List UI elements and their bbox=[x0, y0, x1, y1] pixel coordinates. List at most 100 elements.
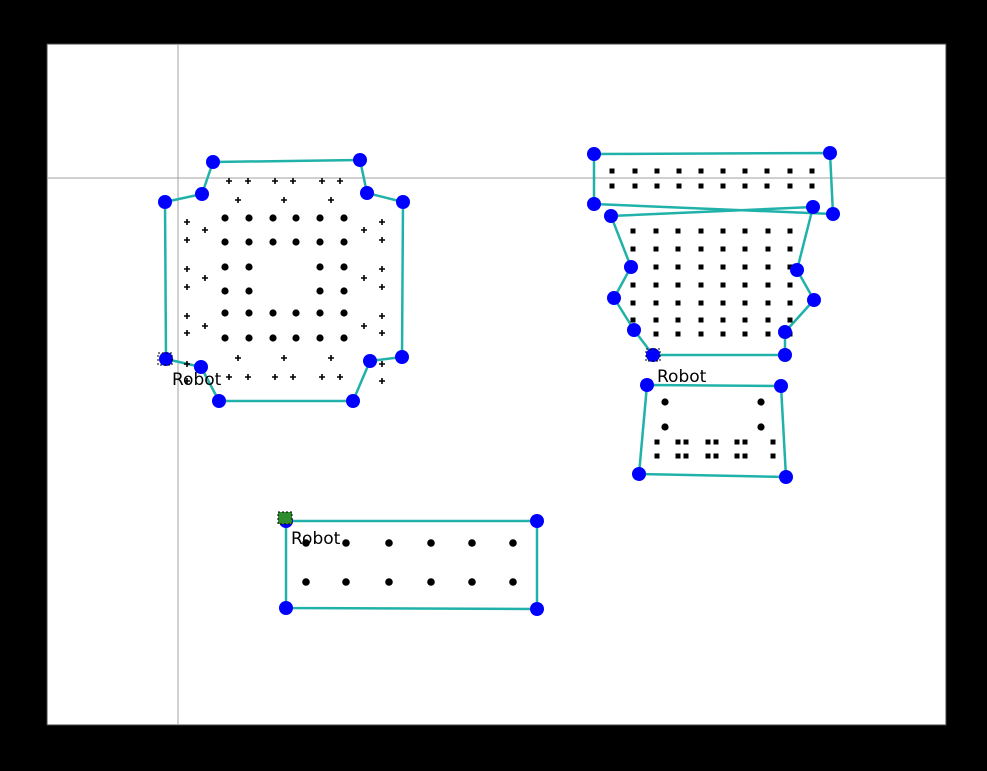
robot-label-2: Robot bbox=[657, 367, 707, 387]
point-52 bbox=[340, 238, 348, 246]
point-112 bbox=[698, 264, 704, 270]
point-140 bbox=[787, 317, 793, 323]
point-123 bbox=[765, 282, 771, 288]
point-133 bbox=[630, 317, 636, 323]
point-27 bbox=[184, 313, 190, 319]
point-155 bbox=[705, 439, 711, 445]
point-16 bbox=[290, 374, 296, 380]
point-15 bbox=[272, 374, 278, 380]
point-158 bbox=[742, 439, 748, 445]
vertex-octagon-10 bbox=[158, 195, 172, 209]
point-74 bbox=[632, 168, 638, 174]
point-106 bbox=[742, 246, 748, 252]
vertex-octagon-0 bbox=[206, 155, 220, 169]
point-59 bbox=[316, 287, 324, 295]
point-57 bbox=[221, 287, 229, 295]
point-86 bbox=[676, 183, 682, 189]
point-121 bbox=[720, 282, 726, 288]
point-84 bbox=[632, 183, 638, 189]
point-105 bbox=[720, 246, 726, 252]
point-111 bbox=[675, 264, 681, 270]
point-19 bbox=[184, 219, 190, 225]
vertex-octagon-2 bbox=[360, 186, 374, 200]
vertex-vase-2 bbox=[790, 263, 804, 277]
point-110 bbox=[653, 264, 659, 270]
point-54 bbox=[245, 263, 253, 271]
point-135 bbox=[675, 317, 681, 323]
point-146 bbox=[765, 331, 771, 337]
point-37 bbox=[202, 275, 208, 281]
vertex-vase-7 bbox=[627, 323, 641, 337]
point-148 bbox=[661, 398, 669, 406]
vertex-top-rect-2 bbox=[826, 207, 840, 221]
vertex-bottom-rect-1 bbox=[530, 514, 544, 528]
point-48 bbox=[245, 238, 253, 246]
robot-marker-1 bbox=[157, 352, 173, 366]
point-169 bbox=[342, 539, 350, 547]
robot-marker-3 bbox=[277, 511, 293, 525]
point-31 bbox=[184, 361, 190, 367]
point-17 bbox=[319, 374, 325, 380]
vertex-octagon-8 bbox=[194, 360, 208, 374]
point-99 bbox=[765, 228, 771, 234]
point-40 bbox=[361, 323, 367, 329]
point-77 bbox=[698, 168, 704, 174]
point-11 bbox=[281, 355, 287, 361]
point-61 bbox=[221, 309, 229, 317]
point-120 bbox=[698, 282, 704, 288]
point-72 bbox=[340, 334, 348, 342]
vertex-octagon-6 bbox=[346, 394, 360, 408]
point-69 bbox=[269, 334, 277, 342]
point-83 bbox=[609, 183, 615, 189]
point-177 bbox=[427, 578, 435, 586]
point-92 bbox=[809, 183, 815, 189]
vertex-octagon-11 bbox=[195, 187, 209, 201]
vertex-top-rect-1 bbox=[823, 146, 837, 160]
point-49 bbox=[269, 238, 277, 246]
point-126 bbox=[653, 300, 659, 306]
point-100 bbox=[787, 228, 793, 234]
point-26 bbox=[379, 284, 385, 290]
point-70 bbox=[292, 334, 300, 342]
vertex-vase-3 bbox=[807, 293, 821, 307]
point-23 bbox=[184, 266, 190, 272]
point-98 bbox=[742, 228, 748, 234]
point-117 bbox=[630, 282, 636, 288]
point-175 bbox=[342, 578, 350, 586]
point-33 bbox=[184, 378, 190, 384]
point-53 bbox=[221, 263, 229, 271]
robot-labels: Robot Robot Robot bbox=[172, 367, 707, 549]
point-178 bbox=[468, 578, 476, 586]
point-21 bbox=[184, 237, 190, 243]
point-13 bbox=[226, 374, 232, 380]
point-134 bbox=[653, 317, 659, 323]
point-67 bbox=[221, 334, 229, 342]
point-162 bbox=[683, 453, 689, 459]
point-46 bbox=[340, 214, 348, 222]
point-7 bbox=[235, 197, 241, 203]
point-130 bbox=[742, 300, 748, 306]
point-171 bbox=[427, 539, 435, 547]
point-25 bbox=[184, 284, 190, 290]
point-73 bbox=[609, 168, 615, 174]
robot-label-1: Robot bbox=[172, 370, 222, 390]
vertex-top-rect-3 bbox=[587, 197, 601, 211]
vertex-lower-box-1 bbox=[774, 379, 788, 393]
vertex-octagon-3 bbox=[396, 195, 410, 209]
point-42 bbox=[245, 214, 253, 222]
vertex-vase-1 bbox=[806, 200, 820, 214]
point-81 bbox=[787, 168, 793, 174]
point-101 bbox=[630, 246, 636, 252]
point-95 bbox=[675, 228, 681, 234]
vertex-top-rect-0 bbox=[587, 147, 601, 161]
point-32 bbox=[379, 361, 385, 367]
point-153 bbox=[675, 439, 681, 445]
point-78 bbox=[720, 168, 726, 174]
vertex-bottom-rect-2 bbox=[530, 602, 544, 616]
point-165 bbox=[734, 453, 740, 459]
point-56 bbox=[340, 263, 348, 271]
point-137 bbox=[720, 317, 726, 323]
point-170 bbox=[385, 539, 393, 547]
point-1 bbox=[226, 178, 232, 184]
point-9 bbox=[328, 197, 334, 203]
